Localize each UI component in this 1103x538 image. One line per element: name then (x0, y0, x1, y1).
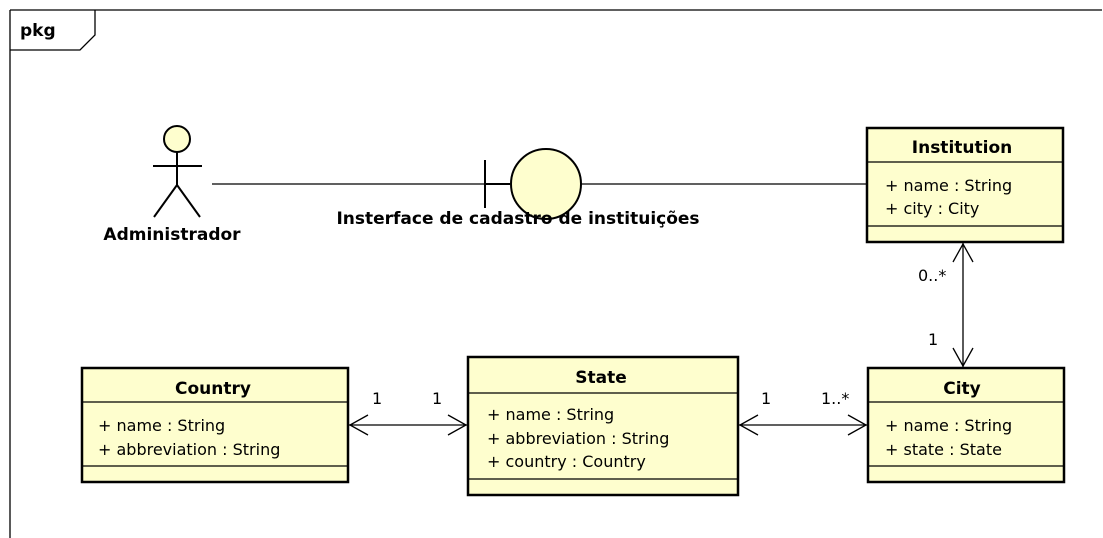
class-state-attr: + country : Country (487, 452, 646, 471)
multiplicity-city-end: 1 (928, 330, 938, 349)
class-city: City + name : String + state : State (866, 366, 1066, 484)
class-state: State + name : String + abbreviation : S… (466, 355, 740, 497)
package-label: pkg (20, 21, 56, 41)
multiplicity-institution-end: 0..* (918, 266, 946, 285)
multiplicity-country-end: 1 (372, 389, 382, 408)
multiplicity-state-end: 1 (432, 389, 442, 408)
class-country: Country + name : String + abbreviation :… (80, 366, 350, 484)
actor-administrador: Administrador (103, 125, 241, 245)
boundary-name: Insterface de cadastro de instituições (336, 209, 699, 229)
association-country-state: 1 1 (348, 389, 468, 436)
boundary-interface: Insterface de cadastro de instituições (336, 148, 700, 229)
class-country-attr: + name : String (98, 416, 225, 435)
class-country-name: Country (175, 379, 251, 399)
class-institution-attr: + city : City (885, 199, 979, 218)
association-institution-city: 0..* 1 (918, 242, 974, 368)
class-state-attr: + abbreviation : String (487, 429, 669, 448)
class-institution: Institution + name : String + city : Cit… (865, 126, 1065, 244)
multiplicity-state-end: 1 (761, 389, 771, 408)
class-city-attr: + state : State (885, 440, 1002, 459)
class-institution-attr: + name : String (885, 176, 1012, 195)
class-state-attr: + name : String (487, 405, 614, 424)
association-state-city: 1 1..* (738, 389, 868, 436)
class-state-name: State (575, 368, 627, 388)
class-institution-name: Institution (912, 138, 1012, 158)
class-city-name: City (943, 379, 981, 399)
multiplicity-city-end: 1..* (821, 389, 849, 408)
package-frame: pkg (9, 9, 1102, 538)
class-city-attr: + name : String (885, 416, 1012, 435)
class-country-attr: + abbreviation : String (98, 440, 280, 459)
actor-name: Administrador (103, 225, 241, 245)
